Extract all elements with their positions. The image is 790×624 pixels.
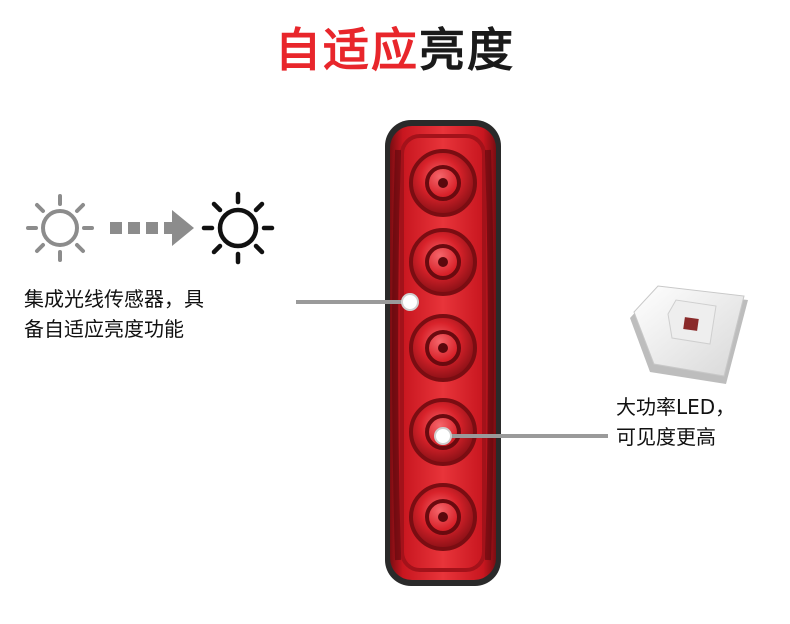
- sun-bright-icon: [201, 191, 275, 265]
- led-lens: [409, 228, 477, 296]
- sun-dim-icon: [26, 194, 94, 262]
- led-lens: [409, 149, 477, 217]
- sensor-callout: 集成光线传感器，具 备自适应亮度功能: [24, 287, 204, 341]
- title-rest: 亮度: [419, 23, 515, 77]
- led-callout: 大功率LED， 可见度更高: [616, 395, 736, 449]
- led-lens: [409, 314, 477, 382]
- led-lens: [409, 483, 477, 551]
- tail-light: [385, 120, 501, 586]
- led-leader-line: [434, 427, 608, 445]
- title-highlight: 自适应: [275, 23, 419, 77]
- page-title: 自适应亮度: [0, 14, 790, 80]
- sensor-leader-line: [296, 293, 419, 311]
- smd-led-chip: [630, 285, 748, 384]
- arrow-right-icon: [110, 210, 194, 246]
